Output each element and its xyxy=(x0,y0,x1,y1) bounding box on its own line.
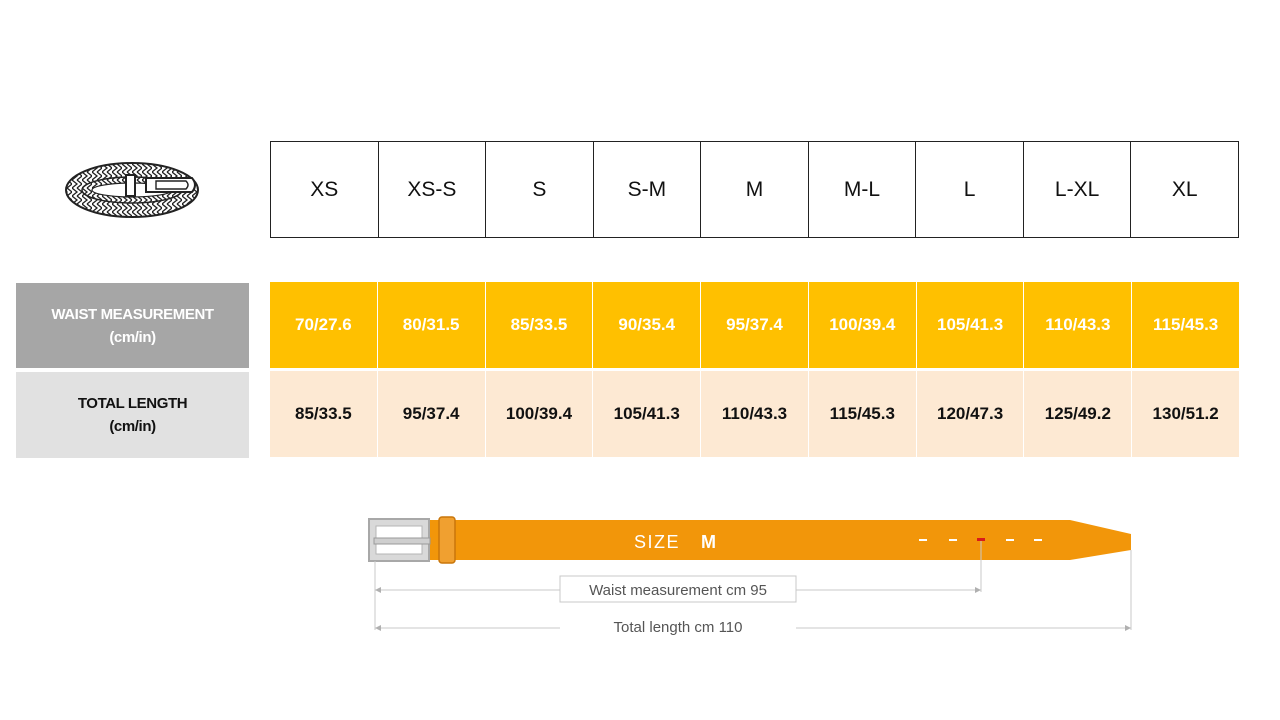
arrow-head xyxy=(1125,625,1131,631)
buckle-prong xyxy=(373,537,431,545)
waist-value: 80/31.5 xyxy=(377,282,486,368)
length-annotation: Total length cm 110 xyxy=(614,619,743,636)
length-value: 130/51.2 xyxy=(1132,371,1240,457)
belt-measurement-diagram: SIZE M Waist measurement cm 95 Total len… xyxy=(368,516,1132,636)
length-value: 95/37.4 xyxy=(377,371,486,457)
size-header-table: XS XS-S S S-M M M-L L L-XL XL xyxy=(270,141,1239,238)
arrow-head xyxy=(975,587,981,593)
waist-label-unit: (cm/in) xyxy=(109,328,156,346)
length-value: 115/45.3 xyxy=(808,371,917,457)
size-m-l: M-L xyxy=(807,141,917,238)
arrow-head xyxy=(375,587,381,593)
waist-value: 90/35.4 xyxy=(593,282,702,368)
size-value: M xyxy=(701,532,716,552)
waist-measurement-label: WAIST MEASUREMENT (cm/in) xyxy=(16,283,249,368)
belt-hole xyxy=(949,539,957,541)
waist-label-title: WAIST MEASUREMENT xyxy=(51,305,214,323)
size-xl: XL xyxy=(1130,141,1239,238)
waist-annotation: Waist measurement cm 95 xyxy=(589,582,767,599)
belt-hole-selected xyxy=(977,538,985,541)
waist-value: 70/27.6 xyxy=(270,282,378,368)
size-s: S xyxy=(485,141,594,238)
waist-value: 100/39.4 xyxy=(808,282,917,368)
braided-belt-icon xyxy=(65,162,199,218)
waist-value: 95/37.4 xyxy=(701,282,809,368)
waist-annotation-box xyxy=(559,575,797,603)
size-s-m: S-M xyxy=(592,141,702,238)
size-header-row: XS XS-S S S-M M M-L L L-XL XL xyxy=(270,141,1239,238)
length-label-title: TOTAL LENGTH xyxy=(77,395,188,412)
length-label-unit: (cm/in) xyxy=(109,418,156,435)
size-l: L xyxy=(915,141,1024,238)
belt-hole xyxy=(1006,539,1014,541)
size-xs-s: XS-S xyxy=(377,141,487,238)
length-value: 120/47.3 xyxy=(916,371,1025,457)
size-prefix: SIZE xyxy=(634,532,680,552)
belt-hole xyxy=(919,539,927,541)
size-m: M xyxy=(700,141,809,238)
belt-hole xyxy=(1034,539,1042,541)
waist-measurement-row: 70/27.6 80/31.5 85/33.5 90/35.4 95/37.4 … xyxy=(270,282,1240,368)
waist-value: 105/41.3 xyxy=(916,282,1025,368)
length-value: 125/49.2 xyxy=(1024,371,1133,457)
length-value: 100/39.4 xyxy=(485,371,594,457)
waist-value: 85/33.5 xyxy=(485,282,594,368)
waist-value: 115/45.3 xyxy=(1132,282,1240,368)
belt-strap xyxy=(428,520,1131,560)
total-length-label: TOTAL LENGTH (cm/in) xyxy=(16,372,249,458)
size-xs: XS xyxy=(270,141,379,238)
arrow-head xyxy=(375,625,381,631)
waist-value: 110/43.3 xyxy=(1024,282,1133,368)
length-value: 110/43.3 xyxy=(701,371,809,457)
belt-keeper xyxy=(438,516,456,564)
total-length-row: 85/33.5 95/37.4 100/39.4 105/41.3 110/43… xyxy=(270,371,1240,457)
size-l-xl: L-XL xyxy=(1022,141,1132,238)
length-value: 105/41.3 xyxy=(593,371,702,457)
length-value: 85/33.5 xyxy=(270,371,378,457)
